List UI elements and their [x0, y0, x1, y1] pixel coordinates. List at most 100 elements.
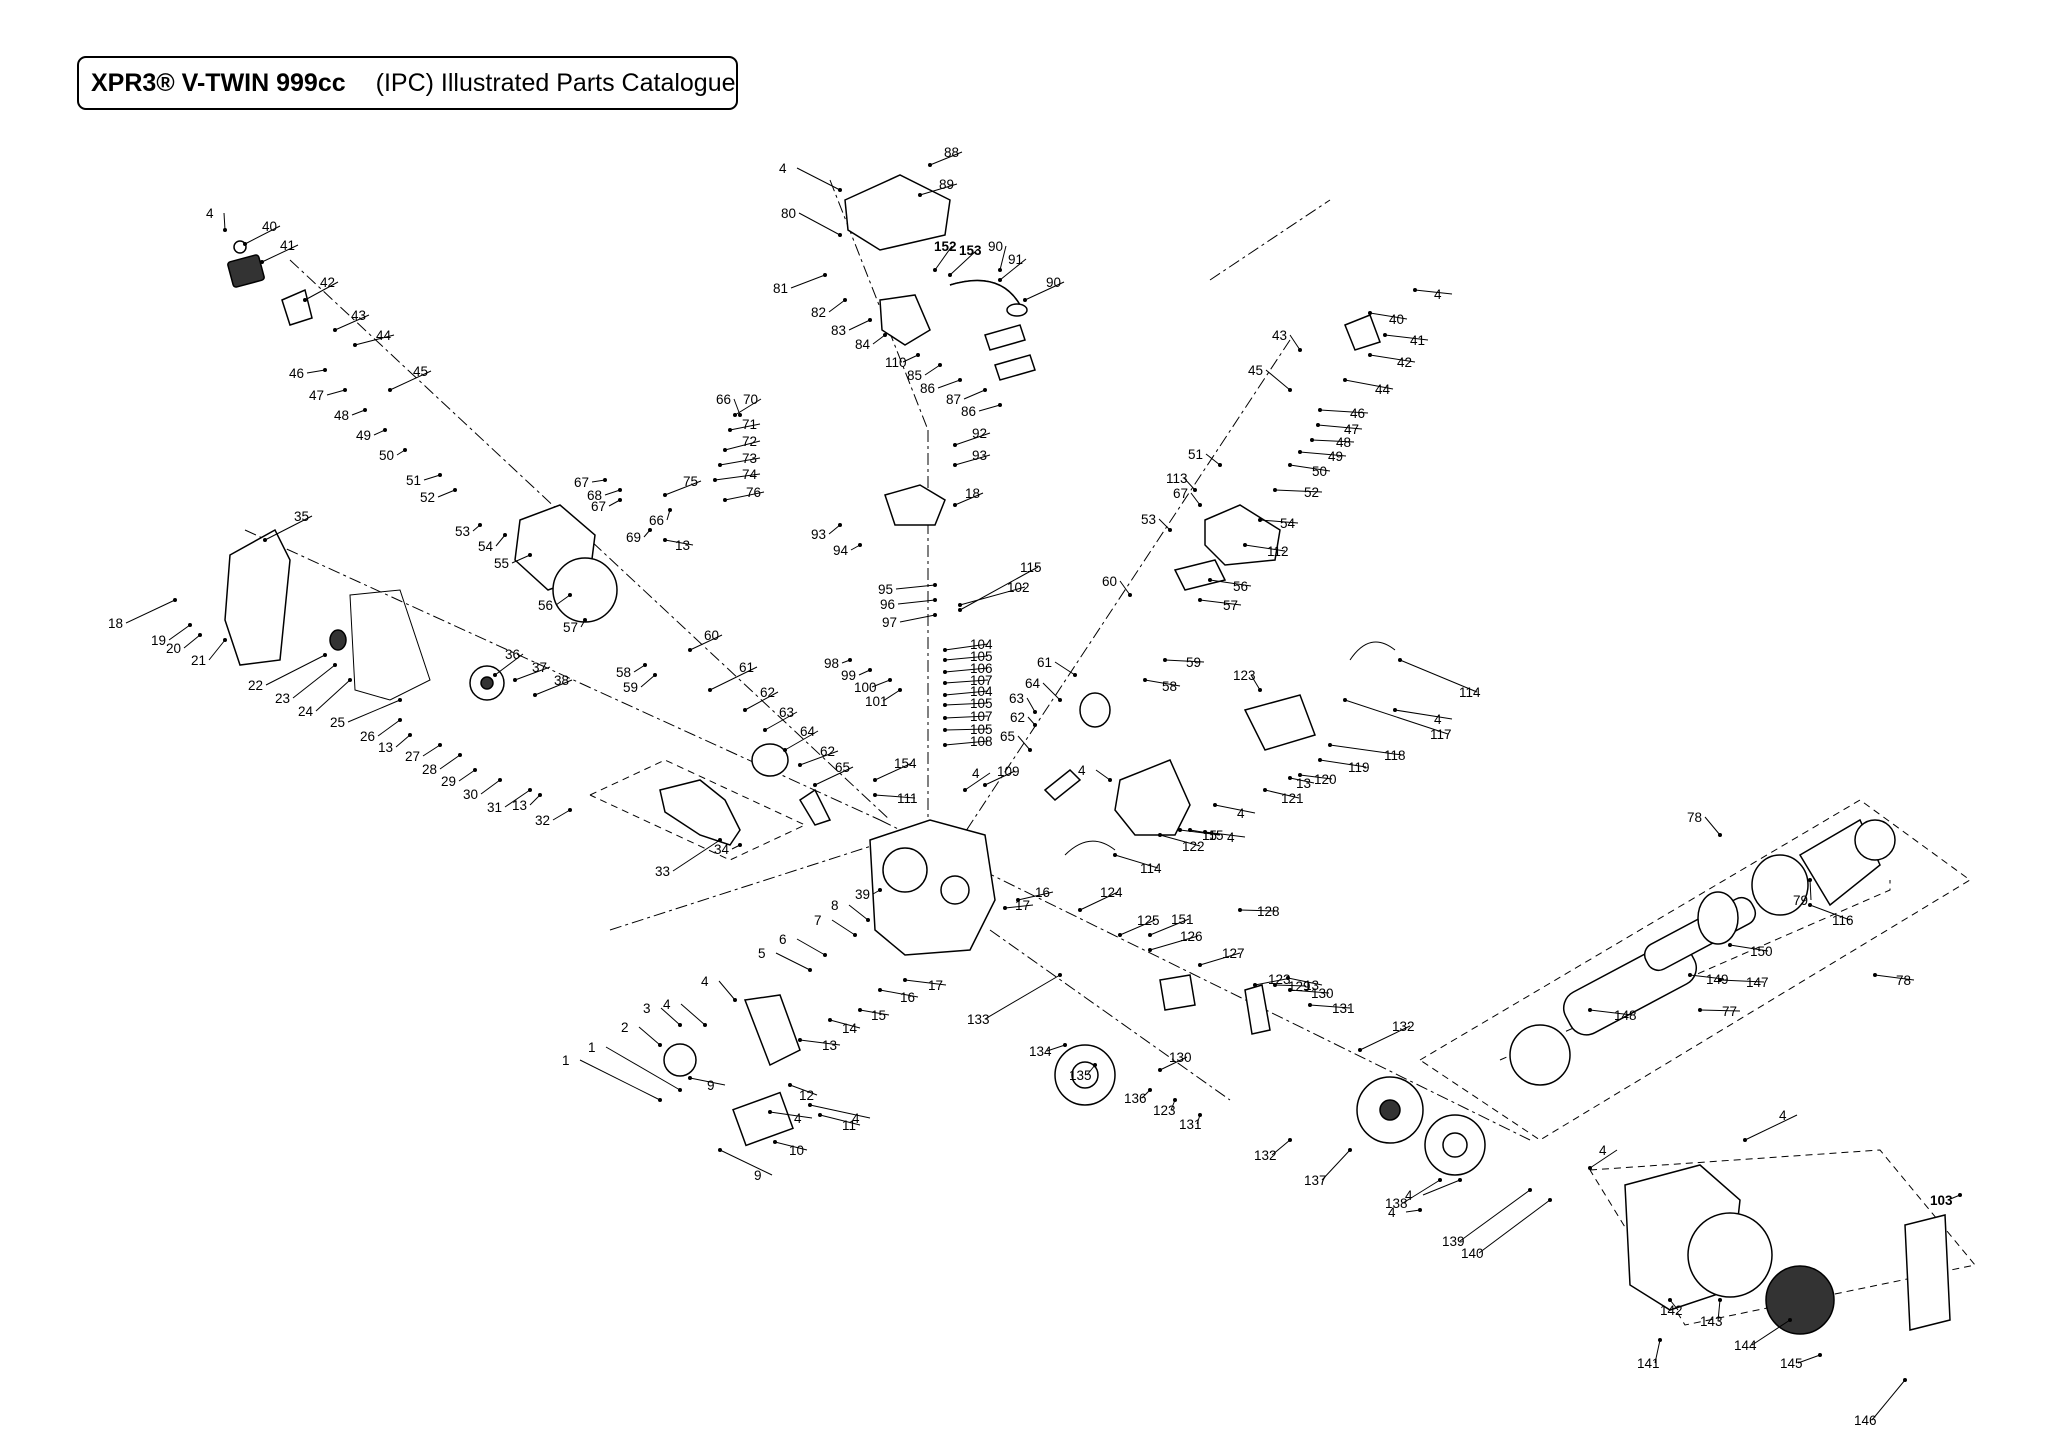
callout-leader-dot: [843, 298, 847, 302]
callout-leader-dot: [853, 933, 857, 937]
callout-leader-dot: [1158, 1068, 1162, 1072]
piston-right: [1079, 692, 1111, 728]
callout-leader-dot: [1528, 1188, 1532, 1192]
rotating-screen: [1765, 1265, 1835, 1335]
callout-number: 32: [535, 813, 550, 828]
callout-leader-dot: [583, 618, 587, 622]
callout-leader-dot: [323, 653, 327, 657]
callout-number: 9: [707, 1078, 715, 1093]
callout-number: 61: [739, 660, 754, 675]
callout-leader-dot: [1003, 906, 1007, 910]
callout-leader: [458, 769, 476, 782]
callout-leader: [796, 938, 826, 956]
callout-leader: [819, 1114, 861, 1126]
callout-leader: [261, 244, 299, 263]
callout-number: 36: [505, 647, 520, 662]
callout-leader-dot: [866, 918, 870, 922]
callout-number: 102: [1007, 580, 1030, 595]
callout-leader-dot: [503, 533, 507, 537]
callout-leader: [944, 679, 989, 684]
callout-leader: [709, 666, 758, 691]
callout-leader: [897, 599, 936, 605]
valve-cover-left: [227, 254, 265, 288]
callout-number: 136: [1124, 1091, 1147, 1106]
callout-leader: [1402, 1179, 1441, 1204]
callout-number: 52: [420, 490, 435, 505]
cover-gasket: [349, 589, 431, 701]
callout-leader-dot: [1743, 1138, 1747, 1142]
callout-leader: [954, 432, 991, 446]
callout-number: 50: [1312, 464, 1327, 479]
callout-leader-dot: [648, 528, 652, 532]
callout-number: 93: [972, 448, 987, 463]
callout-number: 122: [1182, 839, 1205, 854]
callout-number: 50: [379, 448, 394, 463]
callout-number: 82: [811, 305, 826, 320]
callout-leader: [1871, 1379, 1906, 1421]
callout-leader-dot: [1588, 1008, 1592, 1012]
callout-number: 67: [574, 475, 589, 490]
callout-leader: [999, 245, 1007, 271]
callout-leader: [904, 979, 947, 986]
exhaust-gasket-a: [984, 324, 1026, 351]
callout-number: 43: [1272, 328, 1287, 343]
breather-tube-a: [1064, 840, 1116, 856]
callout-number: 25: [330, 715, 345, 730]
exhaust-gasket-b: [994, 354, 1036, 381]
callout-leader: [1244, 544, 1286, 552]
callout-leader: [1394, 709, 1453, 720]
callout-leader-dot: [943, 648, 947, 652]
callout-leader-dot: [1548, 1198, 1552, 1202]
callout-leader: [1264, 789, 1300, 799]
callout-leader: [1119, 919, 1156, 936]
callout-leader-dot: [1718, 833, 1722, 837]
callout-leader: [789, 1084, 818, 1096]
callout-leader-dot: [728, 428, 732, 432]
callout-leader-dot: [1383, 333, 1387, 337]
callout-leader: [1239, 909, 1276, 912]
callout-leader: [125, 599, 176, 624]
callout-leader-dot: [703, 1023, 707, 1027]
callout-leader: [1114, 854, 1159, 869]
callout-leader: [874, 762, 913, 781]
callout-number: 91: [1008, 252, 1023, 267]
callout-leader-dot: [1458, 1178, 1462, 1182]
callout-leader: [919, 183, 958, 196]
callout-leader-dot: [1148, 933, 1152, 937]
crankcase-cover: [224, 528, 291, 666]
callout-leader-dot: [663, 538, 667, 542]
callout-number: 35: [294, 509, 309, 524]
callout-number: 130: [1169, 1050, 1192, 1065]
callout-leader: [377, 719, 401, 737]
callout-leader-dot: [1243, 543, 1247, 547]
callout-leader-dot: [838, 188, 842, 192]
callout-leader-dot: [1058, 698, 1062, 702]
callout-number: 4: [1237, 806, 1245, 821]
callout-leader-dot: [1208, 578, 1212, 582]
callout-leader: [719, 1149, 773, 1176]
callout-leader-dot: [903, 978, 907, 982]
callout-number: 4: [794, 1111, 802, 1126]
callout-leader-dot: [813, 783, 817, 787]
callout-leader-dot: [848, 658, 852, 662]
callout-leader: [1179, 829, 1221, 836]
callout-leader: [264, 515, 313, 541]
callout-leader: [1289, 777, 1315, 784]
callout-leader-dot: [873, 778, 877, 782]
oil-cooler: [732, 1091, 794, 1147]
callout-number: 18: [108, 616, 123, 631]
callout-leader-dot: [533, 693, 537, 697]
callout-leader: [1204, 831, 1246, 838]
model-title: XPR3® V-TWIN 999cc: [91, 68, 346, 97]
callout-number: 4: [779, 161, 787, 176]
callout-number: 62: [760, 685, 775, 700]
callout-number: 57: [1223, 598, 1238, 613]
callout-number: 120: [1314, 772, 1337, 787]
callout-leader-dot: [888, 678, 892, 682]
callout-leader: [680, 1003, 706, 1026]
camshaft-gear-hub: [480, 676, 494, 690]
callout-leader: [963, 389, 986, 400]
callout-leader: [984, 974, 1061, 1020]
callout-number: 13: [822, 1038, 837, 1053]
